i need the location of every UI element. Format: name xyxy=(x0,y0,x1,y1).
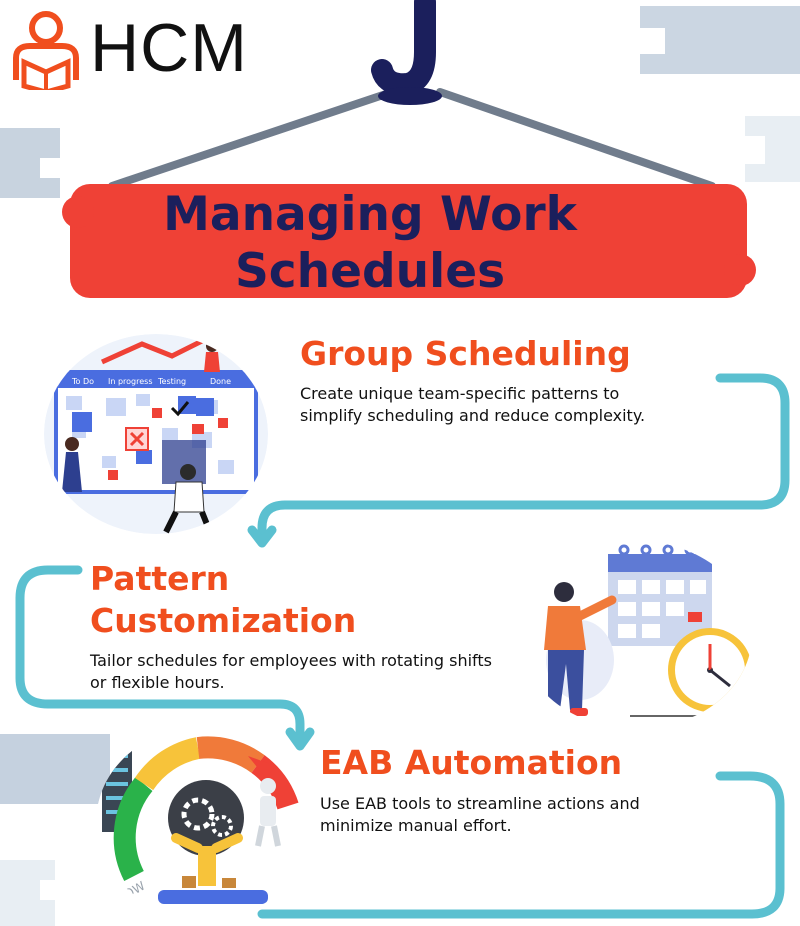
board-column-todo: To Do xyxy=(71,377,94,386)
kanban-board-illustration: To Do In progress Testing Done xyxy=(44,334,268,534)
calendar-clock-illustration xyxy=(520,541,752,729)
section-desc-group-scheduling: Create unique team-specific patterns to … xyxy=(300,384,646,425)
automation-gauge-illustration: LOW xyxy=(98,726,314,916)
board-column-in-progress: In progress xyxy=(108,377,153,386)
section-title-pattern-customization: Pattern Customization xyxy=(90,559,357,640)
brand-name: HCM xyxy=(90,10,248,86)
section-title-group-scheduling: Group Scheduling xyxy=(300,334,631,373)
banner-title: Managing Work Schedules xyxy=(163,187,577,299)
section-desc-eab-automation: Use EAB tools to streamline actions and … xyxy=(320,794,640,835)
section-title-eab-automation: EAB Automation xyxy=(320,743,623,782)
section-desc-pattern-customization: Tailor schedules for employees with rota… xyxy=(90,651,492,692)
person-reading-logo-icon xyxy=(13,11,79,90)
board-column-done: Done xyxy=(210,377,231,386)
board-column-testing: Testing xyxy=(157,377,186,386)
